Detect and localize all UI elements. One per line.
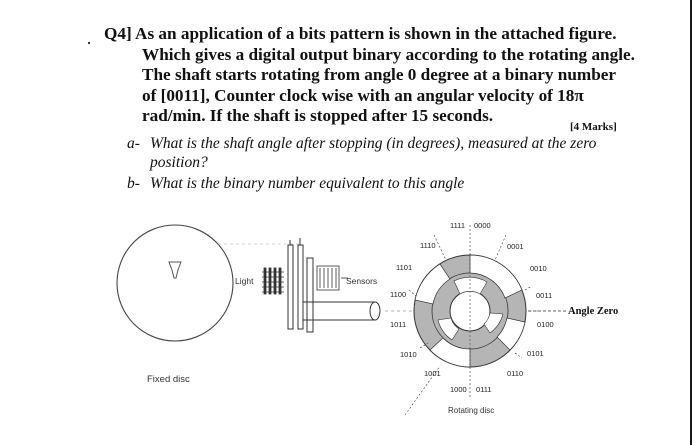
code-0101: 0101 bbox=[527, 349, 544, 358]
rotating-disc-label: Rotating disc bbox=[448, 406, 494, 415]
sub-a-label: a- bbox=[127, 135, 140, 152]
code-1110: 1110 bbox=[420, 241, 436, 250]
code-1010: 1010 bbox=[400, 350, 417, 359]
sub-b-label: b- bbox=[127, 175, 140, 192]
fixed-disc-label: Fixed disc bbox=[147, 374, 190, 385]
code-1011: 1011 bbox=[390, 320, 406, 329]
code-0110: 0110 bbox=[507, 369, 523, 378]
marks-label: [4 Marks] bbox=[570, 121, 617, 133]
sub-question-a: a- What is the shaft angle after stopping… bbox=[127, 134, 627, 172]
question-line-2: Which gives a digital output binary acco… bbox=[142, 44, 635, 64]
code-0100: 0100 bbox=[537, 320, 554, 329]
question-line-3: The shaft starts rotating from angle 0 d… bbox=[142, 65, 617, 84]
sub-question-b: b- What is the binary number equivalent t… bbox=[127, 174, 464, 193]
sensors-label: Sensors bbox=[346, 276, 377, 286]
code-1000: 1000 bbox=[450, 385, 467, 394]
shaft bbox=[303, 301, 381, 321]
code-1001: 1001 bbox=[424, 369, 441, 378]
light-arrows bbox=[262, 267, 284, 295]
question-line-1: Q4] As an application of a bits pattern … bbox=[104, 24, 617, 43]
code-0001: 0001 bbox=[507, 242, 524, 251]
encoder-plates bbox=[287, 238, 314, 333]
page-edge bbox=[690, 0, 692, 445]
code-0010: 0010 bbox=[530, 264, 547, 273]
light-label: Light bbox=[235, 276, 254, 286]
angle-zero-label: Angle Zero bbox=[568, 306, 618, 317]
question-line-4: of [0011], Counter clock wise with an an… bbox=[142, 85, 584, 105]
sensors bbox=[316, 265, 348, 291]
code-0111: 0111 bbox=[476, 385, 492, 394]
encoder-figure: Fixed disc Light Sensors bbox=[116, 221, 618, 416]
code-1101: 1101 bbox=[396, 263, 412, 272]
code-1111: 1111 bbox=[450, 221, 465, 230]
question-text: Q4] As an application of a bits pattern … bbox=[104, 24, 635, 127]
question-line-5: rad/min. If the shaft is stopped after 1… bbox=[142, 106, 494, 125]
code-1100: 1100 bbox=[390, 290, 406, 299]
code-0000: 0000 bbox=[474, 221, 491, 230]
sector-dividers bbox=[404, 225, 533, 416]
bullet: · bbox=[86, 33, 92, 53]
sub-a-line-1: What is the shaft angle after stopping (… bbox=[150, 135, 597, 152]
code-0011: 0011 bbox=[536, 291, 552, 300]
code-labels: 1111 0000 1110 0001 1101 0010 1100 0011 … bbox=[390, 221, 554, 394]
fixed-disc bbox=[116, 224, 234, 342]
sub-b-text: What is the binary number equivalent to … bbox=[150, 175, 465, 192]
sub-a-line-2: position? bbox=[150, 154, 208, 171]
rotating-disc bbox=[413, 254, 527, 368]
